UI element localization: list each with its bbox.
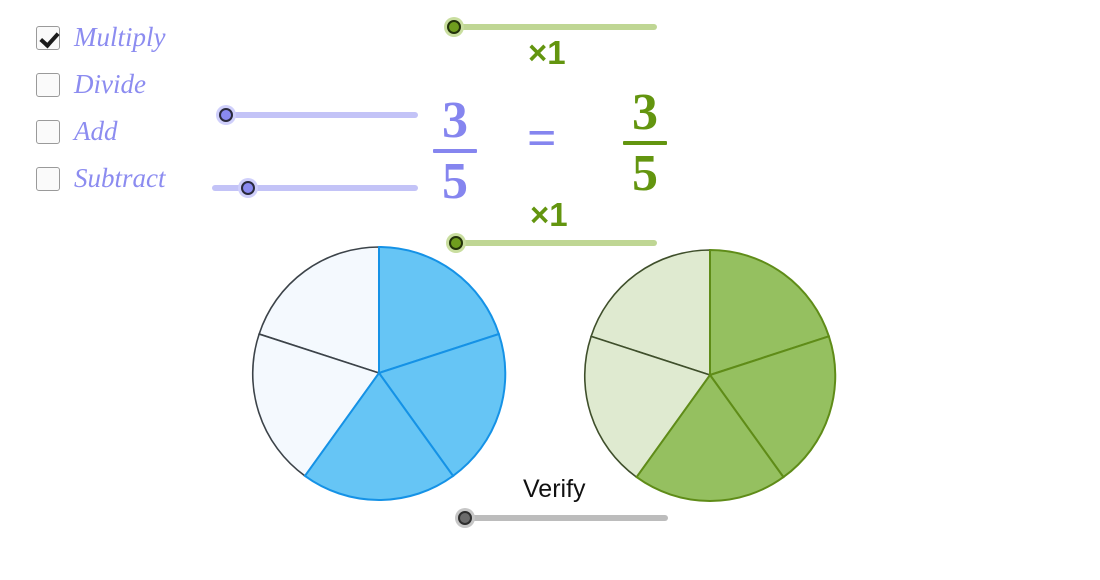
right-fraction-bar [623, 141, 667, 146]
right-pie-sector-filled-1 [709, 248, 831, 377]
checkbox-row-divide[interactable]: Divide [36, 61, 256, 108]
left-fraction-pie [251, 245, 507, 501]
right-pie-sector-empty-1 [590, 249, 711, 377]
verify-slider-track[interactable] [465, 515, 668, 521]
verify-slider-knob [458, 511, 472, 525]
left-pie-sector-empty-2 [251, 333, 381, 478]
denominator-slider-handle[interactable] [238, 178, 258, 198]
checkbox-divide[interactable] [36, 72, 60, 97]
left-fraction-bar [433, 149, 477, 154]
right-pie-sector-filled-3 [635, 373, 785, 502]
bottom-multiplier-slider-track[interactable] [456, 240, 657, 246]
numerator-slider-handle[interactable] [216, 105, 236, 125]
right-fraction-pie [583, 248, 837, 502]
left-fraction-denominator: 5 [442, 153, 468, 211]
top-multiplier-slider-track[interactable] [454, 24, 657, 30]
checkbox-row-multiply[interactable]: Multiply [36, 14, 256, 61]
left-pie-sector-empty-1 [258, 246, 380, 375]
right-pie-sector-filled-2 [708, 335, 837, 479]
right-pie-sector-empty-2 [583, 335, 712, 479]
denominator-slider-track[interactable] [212, 185, 418, 191]
bottom-multiplier-label: ×1 [530, 196, 568, 233]
left-pie-sectors [251, 245, 507, 501]
checkbox-label-multiply: Multiply [74, 22, 166, 52]
top-multiplier-slider[interactable] [444, 16, 657, 38]
right-fraction-denominator: 5 [632, 145, 658, 203]
left-pie-sector-filled-1 [378, 245, 501, 375]
numerator-slider[interactable] [216, 104, 418, 126]
checkbox-subtract[interactable] [36, 166, 60, 191]
numerator-slider-knob [219, 108, 233, 122]
top-multiplier-slider-knob [447, 20, 461, 34]
left-fraction: 3 5 [420, 92, 490, 211]
bottom-multiplier-slider-handle[interactable] [446, 233, 466, 253]
checkbox-label-divide: Divide [74, 69, 146, 99]
denominator-slider[interactable] [212, 177, 418, 199]
checkbox-multiply[interactable] [36, 25, 60, 50]
verify-label: Verify [523, 475, 586, 503]
denominator-slider-knob [241, 181, 255, 195]
checkbox-row-add[interactable]: Add [36, 108, 256, 155]
checkbox-label-add: Add [74, 116, 118, 146]
left-pie-sector-filled-3 [303, 371, 455, 501]
checkbox-label-subtract: Subtract [74, 163, 166, 193]
bottom-multiplier-slider-knob [449, 236, 463, 250]
verify-slider-handle[interactable] [455, 508, 475, 528]
left-fraction-numerator: 3 [442, 92, 468, 149]
right-fraction-numerator: 3 [632, 84, 658, 141]
verify-slider[interactable] [455, 507, 668, 529]
top-multiplier-label: ×1 [528, 34, 566, 71]
top-multiplier-slider-handle[interactable] [444, 17, 464, 37]
bottom-multiplier-slider[interactable] [446, 232, 657, 254]
equals-sign: = [527, 110, 557, 167]
operation-checkbox-list: Multiply Divide Add Subtract [36, 14, 256, 202]
checkbox-add[interactable] [36, 119, 60, 144]
right-pie-sectors [583, 248, 837, 502]
checkbox-row-subtract[interactable]: Subtract [36, 155, 256, 202]
left-pie-sector-filled-2 [377, 332, 507, 478]
right-fraction: 3 5 [610, 84, 680, 203]
numerator-slider-track[interactable] [226, 112, 418, 118]
